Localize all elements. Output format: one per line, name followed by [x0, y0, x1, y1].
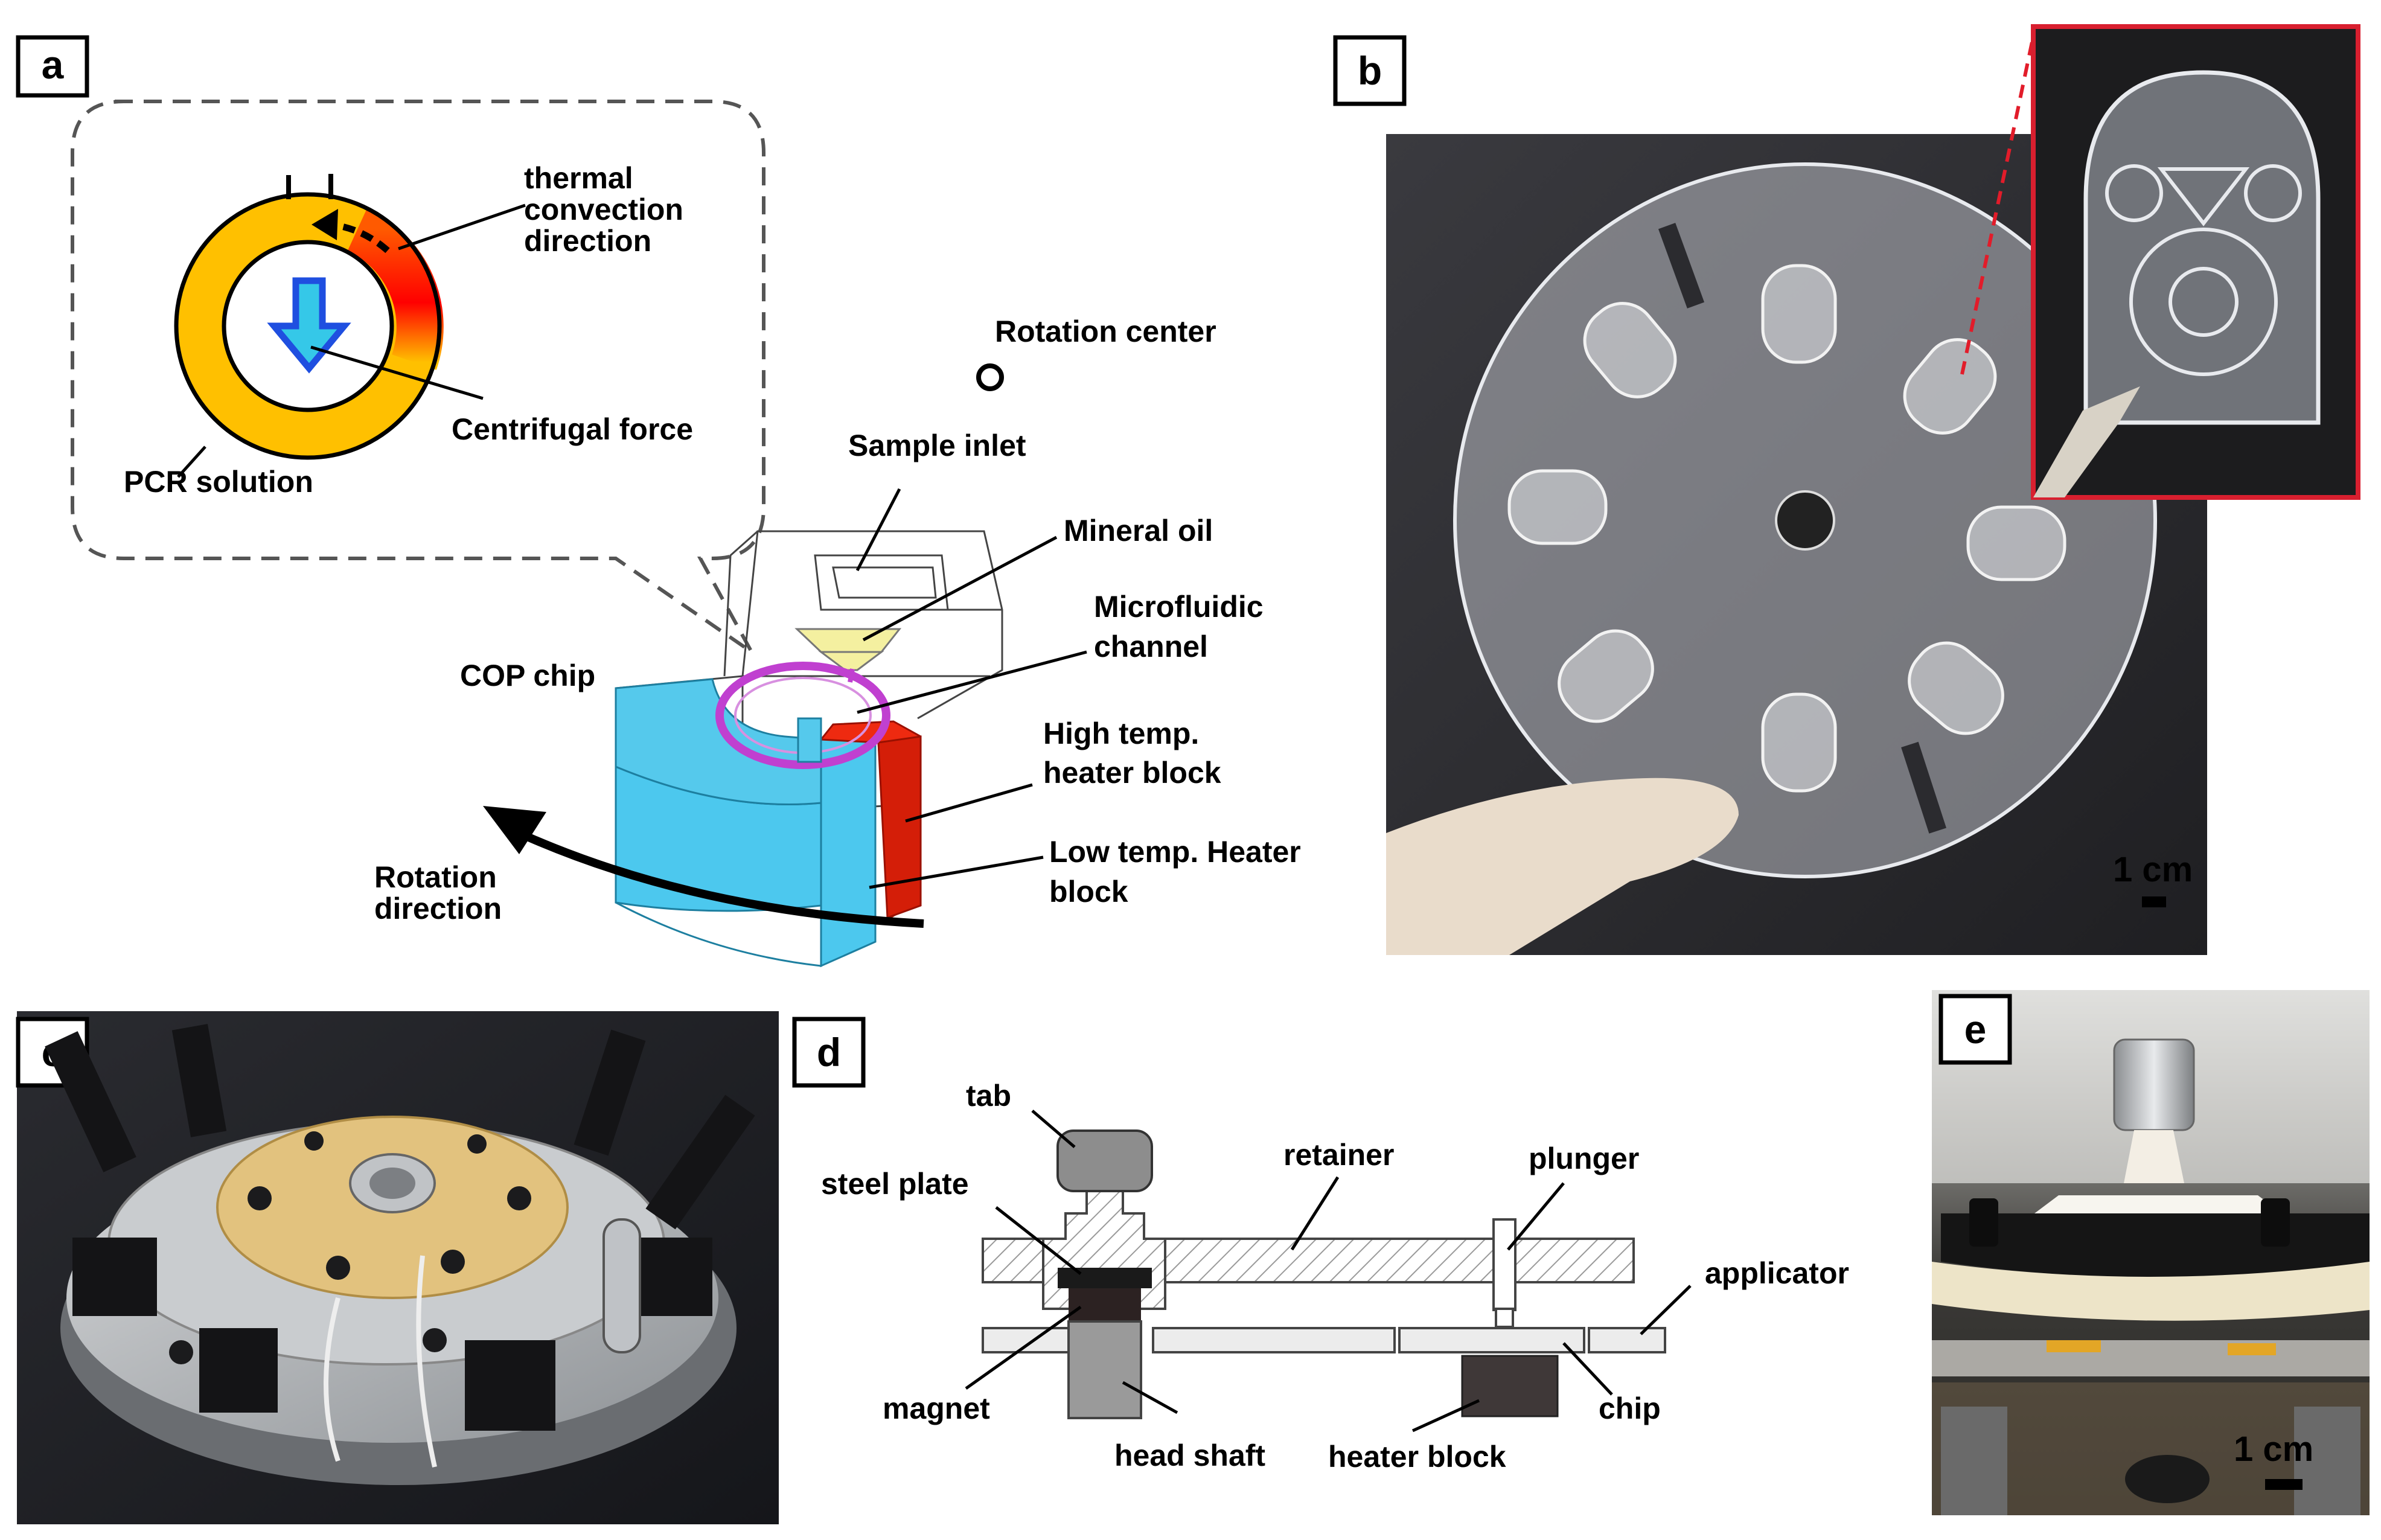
inset-fingertip [2033, 386, 2140, 497]
leader-microfluidic [857, 650, 1087, 714]
applicator-strip-4 [1588, 1327, 1666, 1353]
callout-bubble [71, 100, 765, 654]
steel-plate-label: steel plate [821, 1167, 969, 1201]
inset-chip [2083, 70, 2321, 425]
magnet [1069, 1288, 1141, 1321]
panel-a-letter: a [42, 42, 65, 87]
microfluidic-channel [715, 662, 890, 769]
leader-thermal [398, 203, 526, 251]
black-disc [1941, 1213, 2370, 1279]
applicator-label: applicator [1705, 1256, 1849, 1290]
rotation-arrow [517, 829, 924, 928]
retainer-label: retainer [1283, 1138, 1394, 1172]
magnet-label: magnet [883, 1391, 990, 1425]
panel-e: e 1 cm [1932, 990, 2370, 1515]
cop-chip-top [615, 678, 822, 805]
pcr-solution-label: PCR solution [124, 465, 313, 499]
knob [2113, 1038, 2195, 1131]
centrifugal-arrow-icon [267, 277, 351, 374]
mineral-oil-label: Mineral oil [1064, 514, 1213, 548]
plunger [1492, 1218, 1516, 1311]
panel-a: a thermal convection direction Centrifug… [16, 35, 1309, 968]
cream-plate [1932, 1262, 2370, 1321]
leader-low-temp [869, 855, 1044, 889]
inset-link [1960, 36, 2035, 375]
plunger-label: plunger [1529, 1142, 1639, 1175]
panel-d: d tab steel plate retainer plunger appli… [792, 1017, 1849, 1474]
ring-outer-edge [174, 192, 442, 460]
knob-shaft [2124, 1130, 2184, 1183]
convection-arrow [330, 221, 390, 254]
leader-sample-inlet [855, 488, 901, 572]
applicator-strip-2 [1152, 1327, 1396, 1353]
panel-c: c [16, 1011, 779, 1524]
rotation-direction-label: Rotation direction [374, 860, 505, 925]
mineral-oil [794, 628, 902, 653]
head-shaft-label: head shaft [1114, 1439, 1265, 1472]
microfluidic-channel-label: Microfluidic channel [1094, 590, 1271, 663]
leader-high-temp [905, 783, 1033, 823]
leader-mineral-oil [862, 535, 1058, 642]
convection-arrow-head [312, 209, 338, 240]
rotation-center-marker [976, 363, 1004, 391]
tab-label: tab [966, 1079, 1011, 1113]
chips [1507, 264, 2066, 793]
head-shaft [1067, 1320, 1142, 1419]
cop-chip-side [820, 735, 877, 968]
tab [1056, 1129, 1153, 1192]
leader-centrifugal [310, 345, 484, 400]
centrifugal-force-label: Centrifugal force [452, 412, 693, 446]
panel-a-badge [16, 35, 89, 98]
panel-e-badge [1938, 994, 2012, 1065]
low-temp-heater-label: Low temp. Heater block [1049, 835, 1309, 909]
rotation-arrow-head [483, 806, 546, 854]
high-temp-heater-label: High temp. heater block [1043, 717, 1221, 790]
steel-plate [1058, 1268, 1152, 1288]
panel-e-scale-text: 1 cm [2234, 1430, 2313, 1469]
wire [416, 1255, 437, 1468]
heater-blocks [45, 1024, 755, 1431]
leader-pcr [177, 446, 206, 478]
panel-b-badge [1333, 35, 1407, 106]
shaft [602, 1218, 641, 1353]
finger [1386, 778, 1739, 955]
chip-strip [1398, 1327, 1585, 1353]
heater-block [1461, 1355, 1559, 1417]
panel-b-scale-bar [2142, 896, 2166, 907]
hot-zone [347, 208, 444, 370]
sample-inlet-label: Sample inlet [848, 429, 1026, 462]
panel-b: b 1 cm [1333, 24, 2360, 955]
panel-e-scale-bar [2265, 1479, 2303, 1490]
panel-e-letter: e [1964, 1007, 1987, 1052]
thermal-convection-label: thermal convection direction [524, 161, 692, 258]
cop-chip-label: COP chip [460, 659, 595, 692]
chip-label: chip [1599, 1391, 1661, 1425]
panel-b-scale-text: 1 cm [2113, 850, 2193, 889]
screws [169, 1131, 634, 1364]
rotation-center-label: Rotation center [995, 315, 1216, 348]
panel-d-letter: d [817, 1030, 841, 1075]
sample-funnel [818, 651, 884, 671]
panel-d-badge [792, 1017, 866, 1088]
panel-b-letter: b [1358, 48, 1382, 93]
heater-block-label: heater block [1328, 1440, 1506, 1474]
disc-center-hole [1775, 490, 1835, 551]
